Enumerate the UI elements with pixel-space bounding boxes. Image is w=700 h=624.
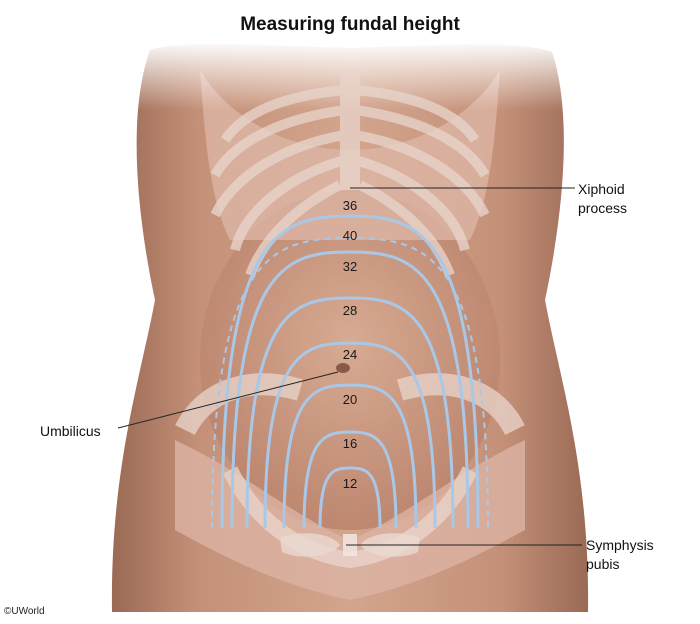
- week-label-20: 20: [343, 392, 357, 407]
- underwear: [175, 440, 525, 600]
- umbilicus-mark: [336, 363, 350, 373]
- rib: [357, 180, 455, 277]
- label-symphysis-pubis: Symphysis pubis: [586, 536, 654, 574]
- fundal-curve-week-20: [282, 383, 418, 529]
- fundal-curve-week-40: [211, 236, 489, 529]
- rib: [210, 130, 346, 218]
- label-line: process: [578, 200, 628, 216]
- rib: [354, 130, 490, 218]
- rib: [230, 155, 347, 252]
- fundal-curve-week-16: [302, 430, 398, 529]
- label-line: pubis: [586, 556, 620, 572]
- fundal-curve-week-24: [263, 341, 437, 529]
- week-label-12: 12: [343, 476, 357, 491]
- leader-lines: [117, 187, 582, 546]
- umbilicus-leader: [117, 371, 339, 429]
- week-label-24: 24: [343, 347, 357, 362]
- week-label-40: 40: [343, 228, 357, 243]
- rib: [353, 155, 470, 252]
- fundal-curve-week-28: [245, 296, 455, 529]
- week-label-32: 32: [343, 259, 357, 274]
- rib: [354, 105, 490, 178]
- pelvic-ring: [222, 466, 478, 569]
- label-line: Xiphoid: [578, 181, 625, 197]
- rib: [245, 180, 343, 277]
- label-line: Symphysis: [586, 537, 654, 553]
- week-label-16: 16: [343, 436, 357, 451]
- fundal-height-curves: 12 16 20 24 28 32 40 36: [211, 198, 489, 529]
- rib: [354, 85, 480, 143]
- fundal-curve-week-12: [318, 466, 382, 529]
- pregnant-abdomen: [200, 190, 500, 530]
- week-label-28: 28: [343, 303, 357, 318]
- page-title: Measuring fundal height: [240, 14, 460, 35]
- fundal-curve-week-36: [220, 214, 480, 529]
- week-label-36: 36: [343, 198, 357, 213]
- copyright: ©UWorld: [4, 606, 45, 617]
- fundal-curve-week-32: [230, 250, 470, 529]
- rib: [210, 105, 346, 178]
- skeleton-overlay: [175, 70, 525, 569]
- label-umbilicus: Umbilicus: [40, 423, 101, 439]
- rib: [220, 85, 346, 143]
- label-xiphoid-process: Xiphoid process: [578, 180, 627, 218]
